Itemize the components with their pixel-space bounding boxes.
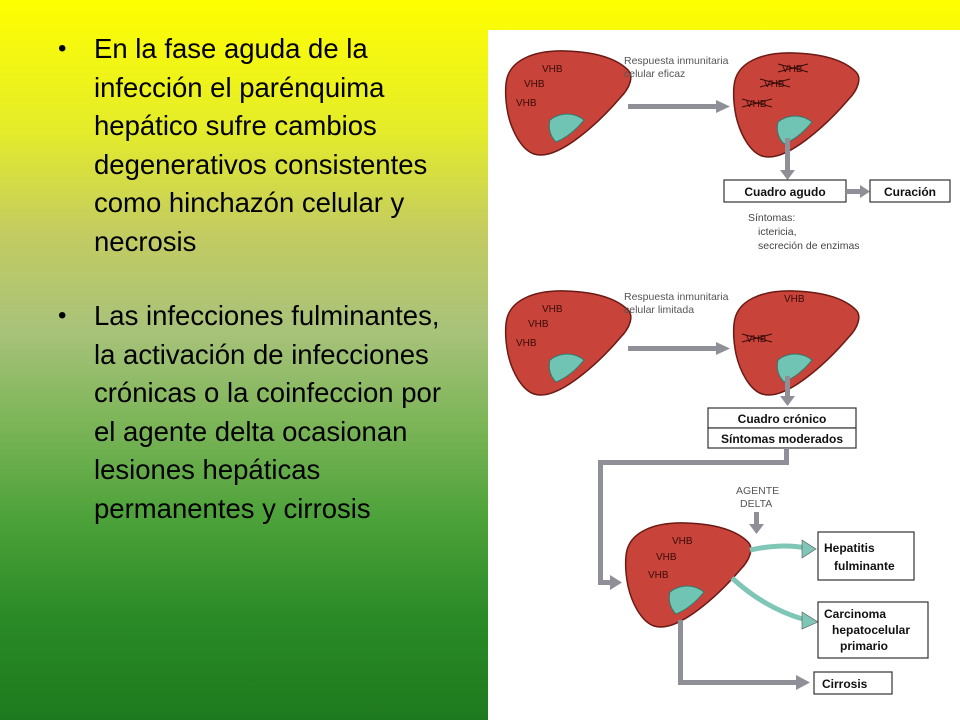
virus-label: VHB [648, 570, 669, 581]
carcinoma-line1: Carcinoma [824, 607, 886, 621]
moderate-symptoms-box [707, 427, 857, 449]
virus-label: VHB [672, 536, 693, 547]
bullet-text: Las infecciones fulminantes, la activaci… [94, 300, 441, 524]
bullet-dot-icon: • [58, 302, 67, 329]
bullet-acute-phase: • En la fase aguda de la infección el pa… [58, 30, 468, 261]
arrow-to-cirrhosis [678, 620, 810, 690]
svg-text:VHB: VHB [764, 79, 785, 90]
virus-label: VHB [516, 98, 537, 109]
svg-text:VHB: VHB [746, 334, 767, 345]
cirrhosis-label: Cirrosis [822, 677, 868, 691]
arrow-right [846, 185, 870, 198]
acute-box-label: Cuadro agudo [744, 185, 825, 199]
chronic-box-label: Cuadro crónico [738, 412, 827, 426]
arrow-right [628, 342, 730, 355]
carcinoma-line3: primario [840, 639, 888, 653]
delta-agent-line2: DELTA [740, 498, 772, 510]
response-effective-line1: Respuesta inmunitaria [624, 55, 729, 67]
delta-agent-line1: AGENTE [736, 485, 779, 497]
fulminant-box [817, 531, 915, 581]
cirrhosis-box [813, 671, 893, 695]
crossed-virus-label: VHB [741, 333, 773, 345]
fulminant-line2: fulminante [834, 559, 895, 573]
response-limited-line1: Respuesta inmunitaria [624, 291, 729, 303]
arrow-connector [598, 448, 789, 590]
cure-box [869, 179, 951, 203]
virus-label: VHB [524, 79, 545, 90]
bullet-fulminant-infections: • Las infecciones fulminantes, la activa… [58, 297, 468, 528]
arrow-to-carcinoma [730, 576, 819, 630]
symptoms-line1: Síntomas: [748, 212, 795, 224]
crossed-virus-label: VHB [759, 78, 791, 90]
arrow-right [628, 100, 730, 113]
cure-box-label: Curación [884, 185, 936, 199]
crossed-virus-label: VHB [741, 98, 773, 110]
symptoms-line2: ictericia, [758, 226, 797, 238]
arrow-down [780, 138, 795, 180]
svg-text:VHB: VHB [746, 99, 767, 110]
virus-label: VHB [784, 294, 805, 305]
virus-label: VHB [542, 304, 563, 315]
carcinoma-box [817, 601, 929, 659]
arrow-to-fulminant [749, 539, 817, 559]
bullet-list: • En la fase aguda de la infección el pa… [58, 30, 468, 528]
virus-label: VHB [528, 319, 549, 330]
diagram-canvas: VHB VHB VHB Respuesta inmunitaria celula… [504, 50, 951, 695]
bullet-text: En la fase aguda de la infección el paré… [94, 33, 428, 257]
fulminant-line1: Hepatitis [824, 541, 875, 555]
crossed-virus-label: VHB [777, 63, 809, 75]
arrow-down [749, 512, 764, 534]
response-limited-line2: celular limitada [624, 304, 694, 316]
virus-label: VHB [542, 64, 563, 75]
hepatitis-b-outcome-diagram: VHB VHB VHB Respuesta inmunitaria celula… [488, 30, 960, 720]
arrow-down [780, 376, 795, 406]
carcinoma-line2: hepatocelular [832, 623, 910, 637]
virus-label: VHB [516, 338, 537, 349]
response-effective-line2: celular eficaz [624, 68, 685, 80]
svg-text:VHB: VHB [782, 64, 803, 75]
moderate-symptoms-label: Síntomas moderados [721, 432, 843, 446]
virus-label: VHB [656, 552, 677, 563]
symptoms-line3: secreción de enzimas [758, 240, 860, 252]
bullet-dot-icon: • [58, 35, 67, 62]
